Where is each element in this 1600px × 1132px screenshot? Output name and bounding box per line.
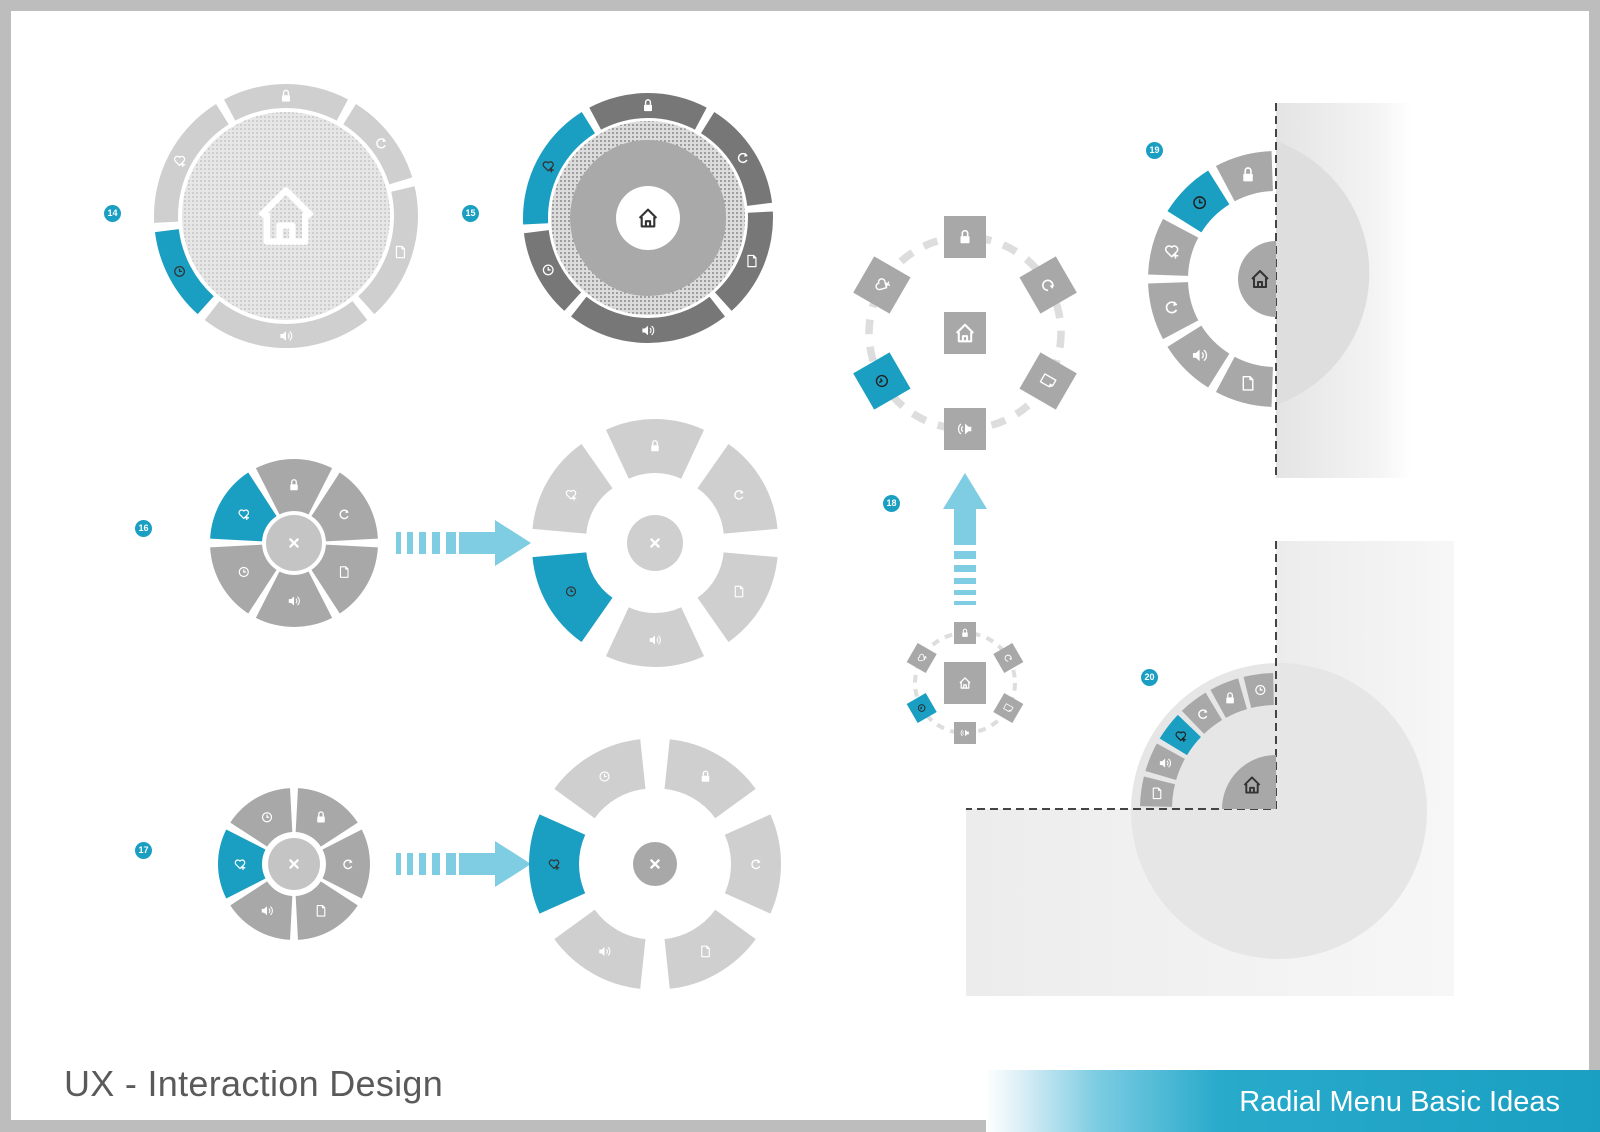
menu-segment-clock[interactable] bbox=[230, 788, 293, 847]
home-button[interactable] bbox=[944, 662, 986, 704]
menu-tile-lock[interactable] bbox=[954, 622, 976, 644]
variant-badge-20: 20 bbox=[1141, 669, 1158, 686]
menu-segment-heart-plus[interactable] bbox=[529, 814, 586, 914]
menu-segment-volume[interactable] bbox=[554, 909, 646, 989]
transition-arrow-16 bbox=[396, 520, 531, 566]
menu-segment-volume[interactable] bbox=[230, 881, 293, 940]
radial-menu-19 bbox=[1148, 151, 1276, 407]
menu-segment-clock[interactable] bbox=[532, 552, 613, 643]
radial-menu-17-expanded bbox=[529, 739, 781, 989]
menu-segment-volume[interactable] bbox=[255, 571, 333, 627]
close-button[interactable] bbox=[633, 842, 677, 886]
variant-badge-14: 14 bbox=[104, 205, 121, 222]
menu-tile-heart-plus[interactable] bbox=[906, 642, 937, 674]
menu-segment-refresh[interactable] bbox=[724, 814, 781, 914]
variant-badge-17: 17 bbox=[135, 842, 152, 859]
menu-tile-refresh[interactable] bbox=[993, 642, 1024, 674]
menu-tile-lock[interactable] bbox=[944, 216, 986, 258]
menu-segment-clock[interactable] bbox=[523, 230, 582, 311]
close-button[interactable] bbox=[268, 838, 320, 890]
radial-menu-20 bbox=[1140, 673, 1276, 809]
home-button[interactable] bbox=[944, 312, 986, 354]
menu-segment-heart-plus[interactable] bbox=[1148, 218, 1199, 276]
menu-segment-lock[interactable] bbox=[664, 739, 756, 819]
home-button[interactable] bbox=[616, 186, 680, 250]
menu-segment-refresh[interactable] bbox=[343, 104, 413, 185]
footer-band: Radial Menu Basic Ideas bbox=[986, 1070, 1600, 1132]
menu-segment-refresh[interactable] bbox=[1181, 692, 1223, 734]
menu-segment-clock[interactable] bbox=[154, 229, 214, 315]
menu-segment-refresh[interactable] bbox=[1148, 282, 1199, 340]
menu-segment-heart-plus[interactable] bbox=[210, 472, 277, 542]
radial-menu-16-closed bbox=[210, 459, 378, 627]
menu-segment-document[interactable] bbox=[358, 186, 418, 315]
menu-segment-lock[interactable] bbox=[224, 84, 348, 121]
menu-segment-clock[interactable] bbox=[1167, 170, 1230, 233]
menu-segment-heart-plus[interactable] bbox=[523, 111, 596, 225]
menu-tile-heart-plus[interactable] bbox=[853, 256, 911, 314]
menu-segment-document[interactable] bbox=[295, 881, 358, 940]
page-title: UX - Interaction Design bbox=[64, 1063, 444, 1104]
menu-segment-heart-plus[interactable] bbox=[154, 104, 229, 223]
menu-segment-refresh[interactable] bbox=[700, 111, 773, 206]
menu-segment-document[interactable] bbox=[1215, 356, 1273, 407]
menu-segment-refresh[interactable] bbox=[697, 443, 778, 534]
menu-segment-heart-plus[interactable] bbox=[217, 829, 266, 899]
variant-badge-18: 18 bbox=[883, 495, 900, 512]
menu-segment-clock[interactable] bbox=[554, 739, 646, 819]
variant-badge-19: 19 bbox=[1146, 142, 1163, 159]
menu-tile-clock[interactable] bbox=[853, 352, 911, 410]
menu-segment-lock[interactable] bbox=[255, 459, 333, 515]
menu-segment-volume[interactable] bbox=[571, 296, 725, 344]
menu-segment-document[interactable] bbox=[664, 909, 756, 989]
radial-menu-18-closed bbox=[906, 622, 1024, 744]
menu-segment-volume[interactable] bbox=[605, 607, 705, 667]
transition-arrow-17 bbox=[396, 841, 531, 887]
variant-badge-16: 16 bbox=[135, 520, 152, 537]
menu-segment-document[interactable] bbox=[714, 211, 773, 311]
menu-segment-heart-plus[interactable] bbox=[532, 443, 613, 534]
menu-segment-volume[interactable] bbox=[1167, 325, 1230, 388]
home-button[interactable] bbox=[1238, 241, 1276, 317]
menu-segment-lock[interactable] bbox=[589, 92, 707, 130]
menu-segment-refresh[interactable] bbox=[311, 472, 378, 542]
close-button[interactable] bbox=[266, 515, 322, 571]
radial-menu-14 bbox=[154, 84, 418, 348]
menu-segment-clock[interactable] bbox=[210, 544, 277, 614]
menu-segment-document[interactable] bbox=[697, 552, 778, 643]
edge-panel-right bbox=[1275, 103, 1411, 478]
radial-menu-diagram bbox=[154, 84, 1454, 996]
menu-segment-document[interactable] bbox=[311, 544, 378, 614]
menu-segment-lock[interactable] bbox=[295, 788, 358, 847]
footer-subtitle: Radial Menu Basic Ideas bbox=[1239, 1086, 1560, 1118]
menu-segment-volume[interactable] bbox=[1145, 743, 1185, 780]
radial-menu-16-expanded bbox=[532, 418, 778, 667]
menu-segment-heart-plus[interactable] bbox=[1159, 714, 1201, 756]
menu-tile-volume[interactable] bbox=[944, 408, 986, 450]
corner-panel bbox=[966, 541, 1454, 996]
radial-menu-17-closed bbox=[217, 788, 370, 940]
menu-segment-lock[interactable] bbox=[605, 418, 705, 479]
diagram-sheet: UX - Interaction Design Radial Menu Basi… bbox=[11, 11, 1600, 1132]
menu-segment-refresh[interactable] bbox=[322, 829, 370, 899]
variant-badge-15: 15 bbox=[462, 205, 479, 222]
menu-tile-refresh[interactable] bbox=[1019, 256, 1077, 314]
menu-tile-document[interactable] bbox=[1019, 352, 1077, 410]
transition-arrow-18 bbox=[943, 473, 987, 605]
radial-menu-18-expanded bbox=[853, 216, 1077, 450]
menu-segment-lock[interactable] bbox=[1215, 151, 1273, 202]
menu-segment-clock[interactable] bbox=[1243, 673, 1274, 709]
menu-tile-clock[interactable] bbox=[906, 692, 937, 724]
menu-segment-volume[interactable] bbox=[204, 301, 368, 348]
menu-tile-volume[interactable] bbox=[954, 722, 976, 744]
menu-segment-lock[interactable] bbox=[1210, 678, 1247, 718]
menu-tile-document[interactable] bbox=[993, 692, 1024, 724]
close-button[interactable] bbox=[627, 515, 683, 571]
home-button[interactable] bbox=[1222, 755, 1276, 809]
radial-menu-15 bbox=[523, 92, 773, 344]
menu-segment-document[interactable] bbox=[1140, 776, 1176, 807]
